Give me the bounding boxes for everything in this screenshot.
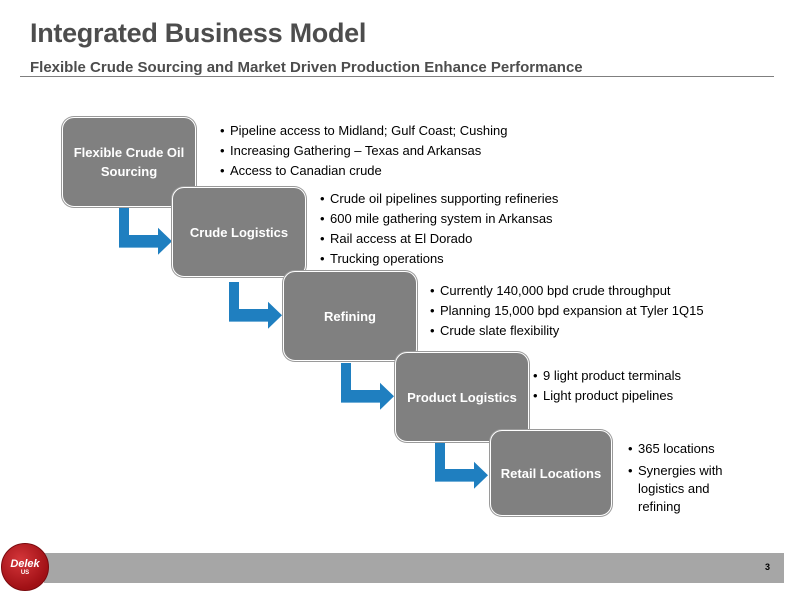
logo-wordmark: Delek [10, 557, 40, 570]
list-item: 9 light product terminals [533, 366, 681, 386]
flow-arrow-icon [435, 442, 488, 489]
bullet-list-product-logistics: 9 light product terminals Light product … [533, 366, 681, 406]
step-box-crude-logistics: Crude Logistics [172, 187, 306, 277]
logo-sub-mark: US [20, 569, 30, 576]
bullet-list-retail-locations: 365 locations Synergies with logistics a… [628, 440, 738, 516]
list-item: Synergies with logistics and refining [628, 462, 738, 516]
list-item: Pipeline access to Midland; Gulf Coast; … [220, 121, 507, 141]
list-item: Increasing Gathering – Texas and Arkansa… [220, 141, 507, 161]
page-number: 3 [764, 562, 770, 572]
list-item: Trucking operations [320, 249, 558, 269]
flow-arrow-icon [229, 282, 282, 329]
list-item: 600 mile gathering system in Arkansas [320, 209, 558, 229]
step-box-refining: Refining [283, 271, 417, 361]
company-logo: Delek US [1, 543, 49, 591]
flow-arrow-icon [341, 363, 394, 410]
flow-arrow-icon [119, 208, 172, 255]
list-item: Rail access at El Dorado [320, 229, 558, 249]
title-divider [20, 76, 774, 77]
bullet-list-refining: Currently 140,000 bpd crude throughput P… [430, 281, 704, 341]
step-box-crude-sourcing: Flexible Crude Oil Sourcing [62, 117, 196, 207]
page-title: Integrated Business Model [30, 18, 367, 48]
list-item: Planning 15,000 bpd expansion at Tyler 1… [430, 301, 704, 321]
list-item: Currently 140,000 bpd crude throughput [430, 281, 704, 301]
list-item: 365 locations [628, 440, 738, 458]
bullet-list-crude-logistics: Crude oil pipelines supporting refinerie… [320, 189, 558, 269]
footer-bar [44, 553, 784, 583]
list-item: Crude oil pipelines supporting refinerie… [320, 189, 558, 209]
list-item: Light product pipelines [533, 386, 681, 406]
list-item: Access to Canadian crude [220, 161, 507, 181]
step-box-product-logistics: Product Logistics [395, 352, 529, 442]
page-subtitle: Flexible Crude Sourcing and Market Drive… [30, 59, 583, 76]
bullet-list-crude-sourcing: Pipeline access to Midland; Gulf Coast; … [220, 121, 507, 181]
step-box-retail-locations: Retail Locations [490, 430, 612, 516]
list-item: Crude slate flexibility [430, 321, 704, 341]
